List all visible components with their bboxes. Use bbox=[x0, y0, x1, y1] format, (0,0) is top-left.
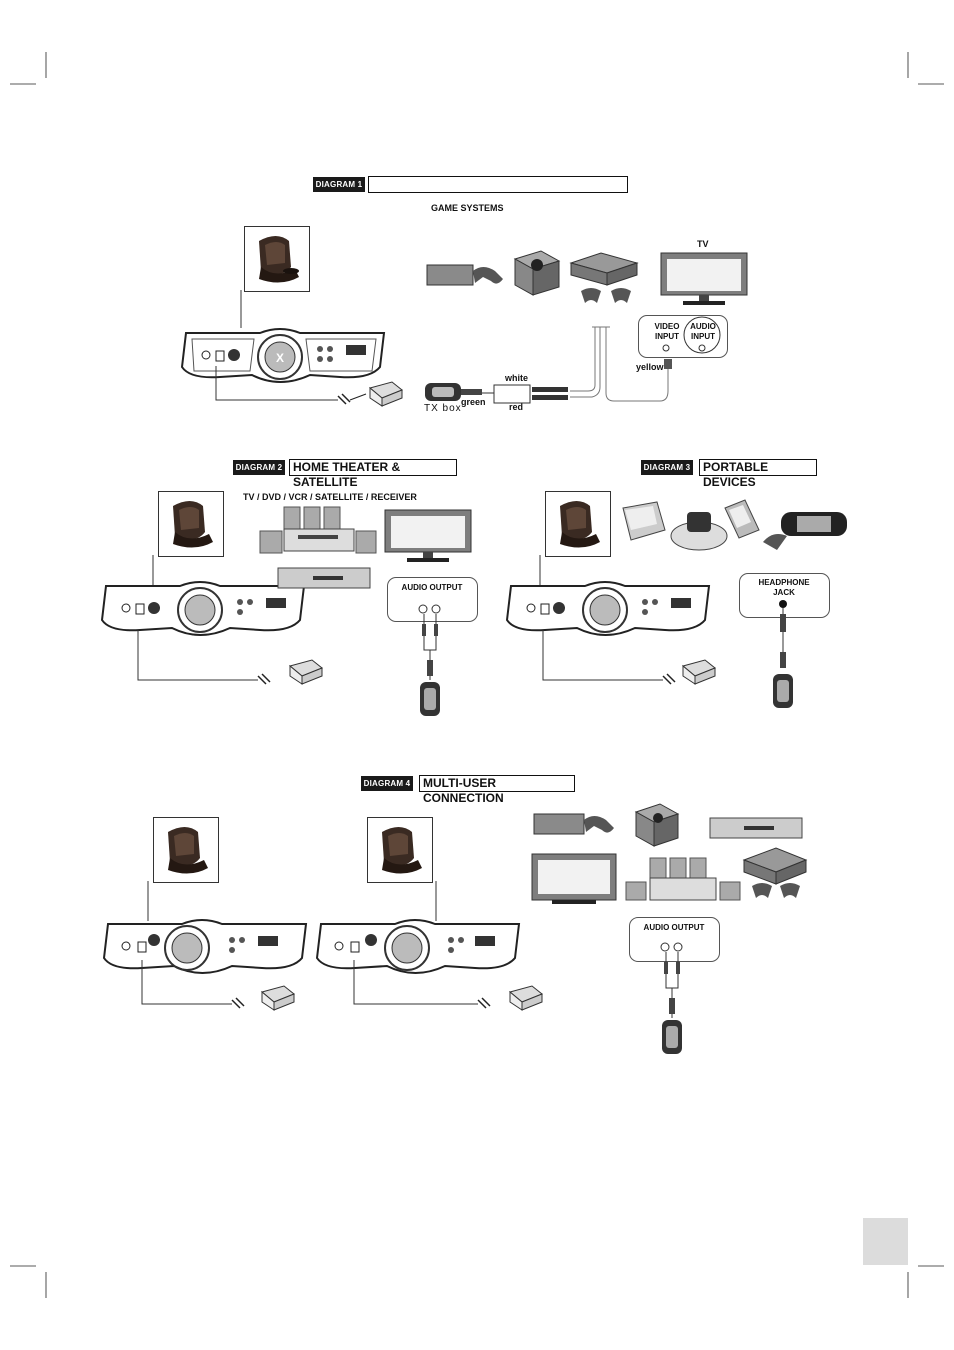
tv-icon bbox=[659, 251, 749, 307]
white-label: white bbox=[505, 373, 528, 383]
tv-icon bbox=[383, 508, 473, 564]
power-adapter bbox=[506, 984, 546, 1014]
portable-devices-icon bbox=[617, 490, 857, 560]
red-label: red bbox=[509, 402, 523, 412]
power-adapter bbox=[679, 658, 719, 688]
tv-label: TV bbox=[697, 239, 709, 249]
audio-output-label: AUDIO OUTPUT bbox=[401, 583, 463, 593]
audio-output-cable bbox=[654, 940, 694, 1060]
chair-image bbox=[244, 226, 310, 292]
headphone-jack-label: HEADPHONE JACK bbox=[748, 578, 820, 598]
multi-device-icon bbox=[530, 802, 810, 912]
game-console-icon bbox=[425, 245, 665, 315]
chair-image bbox=[153, 817, 219, 883]
chair-image bbox=[545, 491, 611, 557]
diagram2-tag: DIAGRAM 2 bbox=[233, 460, 285, 475]
dvd-player-icon bbox=[277, 567, 371, 591]
power-cable bbox=[136, 960, 356, 1020]
game-systems-label: GAME SYSTEMS bbox=[431, 203, 504, 213]
chair-connector-line bbox=[236, 290, 246, 330]
audio-output-cable bbox=[412, 602, 452, 722]
diagram4-tag: DIAGRAM 4 bbox=[361, 776, 413, 791]
power-cable bbox=[537, 630, 757, 690]
power-adapter bbox=[286, 658, 326, 688]
headphone-cable bbox=[764, 598, 804, 718]
diagram3-tag: DIAGRAM 3 bbox=[641, 460, 693, 475]
power-adapter bbox=[366, 380, 406, 410]
diagram4-title: MULTI-USER CONNECTION bbox=[419, 775, 575, 792]
tx-box-label: TX box bbox=[424, 403, 462, 414]
diagram1-tag: DIAGRAM 1 bbox=[313, 177, 365, 192]
devices-label: TV / DVD / VCR / SATELLITE / RECEIVER bbox=[243, 492, 417, 502]
page-number-box bbox=[863, 1218, 908, 1265]
diagram2-title: HOME THEATER & SATELLITE bbox=[289, 459, 457, 476]
power-adapter bbox=[258, 984, 298, 1014]
tx-box-icon bbox=[424, 382, 464, 404]
receiver-speakers-icon bbox=[258, 505, 378, 565]
audio-output-label: AUDIO OUTPUT bbox=[643, 923, 705, 933]
chair-image bbox=[158, 491, 224, 557]
chair-image bbox=[367, 817, 433, 883]
green-label: green bbox=[461, 397, 486, 407]
diagram3-title: PORTABLE DEVICES bbox=[699, 459, 817, 476]
diagram1-title bbox=[368, 176, 628, 193]
